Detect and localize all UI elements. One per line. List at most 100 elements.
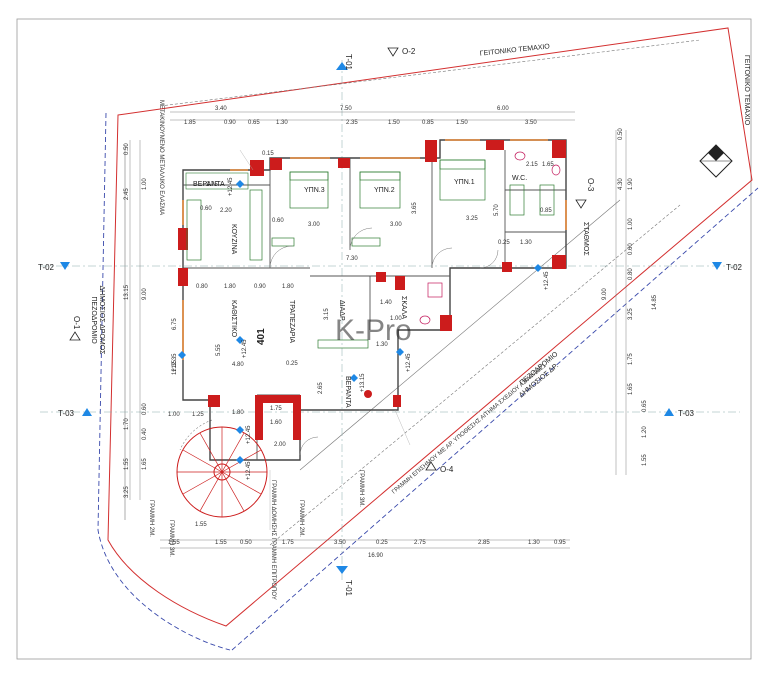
dim-int-16: 0.25 (286, 361, 298, 367)
view-markers (69, 47, 587, 471)
watermark: K-Pro (335, 314, 412, 347)
dim-right1-1: 4.30 (618, 178, 624, 190)
dim-right1-0: 0.50 (618, 128, 624, 140)
dim-int-0: 2.75 (206, 182, 218, 188)
veranda-top-area (185, 172, 249, 190)
dim-bot2-1: 1.55 (215, 540, 227, 546)
level-7: +13.15 (360, 373, 366, 392)
furniture (186, 159, 555, 349)
dim-int-6: 3.25 (466, 216, 478, 222)
note-line-3m-2: ΓΡΑΜΜΗ 3Μ. (168, 520, 174, 557)
dim-left1-3: 1.70 (124, 418, 130, 430)
dim-int-7: 5.70 (494, 204, 500, 216)
dim-int-24: 2.00 (274, 442, 286, 448)
dim-left2-1: 9.00 (142, 288, 148, 300)
room-living: ΚΑΘΙΣΤΙΚΟ (230, 300, 237, 338)
road-left-label: ΔΗΜΟΣΙΟΣ ΔΡΟΜΟΣ (98, 285, 105, 355)
note-portable-tank: ΜΕΤΑΚΙΝΟΥΜΕΝΟ ΜΕΤΑΛΛΙΚΟ ΕΛΑΣΜΑ (158, 100, 164, 215)
dim-top2-1: 0.90 (224, 120, 236, 126)
dim-top1-2: 6.00 (497, 106, 509, 112)
dim-right1-5: 1.20 (642, 426, 648, 438)
dim-int-1: 2.20 (220, 208, 232, 214)
level-0: +12.45 (228, 177, 234, 196)
note-line-3m-1: ΓΡΑΜΜΗ 3Μ. (358, 470, 364, 507)
view-o4: O-4 (440, 465, 454, 474)
dim-top2-7: 1.50 (456, 120, 468, 126)
dim-left2-2: 6.75 (172, 318, 178, 330)
dim-left1-4: 1.55 (124, 458, 130, 470)
dim-int-14: 4.80 (232, 362, 244, 368)
dim-int-21: 1.80 (232, 410, 244, 416)
road-boundary-left (97, 112, 231, 651)
dim-left2-0: 1.00 (142, 178, 148, 190)
dim-bot1-0: 1.55 (195, 522, 207, 528)
section-t03-right: T-03 (678, 409, 695, 418)
room-stair: ΣΚΑΛΑ (400, 296, 407, 319)
plot-boundary (107, 27, 753, 627)
note-line-2m-1: ΓΡΑΜΜΗ 2Μ. (148, 500, 154, 537)
dim-int-20: 2.65 (318, 382, 324, 394)
dim-top2-3: 1.30 (276, 120, 288, 126)
dim-bot2-0: 1.55 (168, 540, 180, 546)
room-veranda-bottom: ΒΕΡΑΝΤΑ (344, 376, 351, 408)
dim-int-3: 3.00 (308, 222, 320, 228)
dim-left1-1: 2.45 (124, 188, 130, 200)
dim-int-22: 1.75 (270, 406, 282, 412)
spiral-staircase (176, 419, 268, 518)
dim-bot1-5: 2.75 (414, 540, 426, 546)
construction-lines (124, 39, 701, 546)
level-markers (178, 180, 542, 464)
section-arrows (60, 62, 722, 574)
level-marker-dot (364, 390, 372, 398)
dim-int-11: 0.90 (254, 284, 266, 290)
section-t02-right: T-02 (726, 263, 743, 272)
dim-int-4: 3.65 (412, 202, 418, 214)
dim-right2-2: 0.60 (628, 243, 634, 255)
dim-bot2-2: 16.90 (368, 553, 384, 559)
dim-int-28: 0.15 (262, 151, 274, 157)
section-axes (40, 60, 740, 580)
windows (182, 139, 567, 360)
apartment-number: 401 (256, 328, 267, 345)
note-diag: ΓΡΑΜΜΗ ΕΠΙΣΗΜΟΥ ΜΕ ΑΡ. ΥΠΟΘΕΣΗΣ ΑΙΤΗΜΑ Σ… (391, 362, 548, 495)
dim-bot1-8: 0.95 (554, 540, 566, 546)
note-construction-line: ΓΡΑΜΜΗ ΔΟΜΗΣΗΣ ΓΡΑΜΜΗ ΕΠΙΤΡΟΠΟΥ (270, 480, 276, 600)
dim-left1-5: 3.25 (124, 486, 130, 498)
dim-left2-6: 1.65 (142, 458, 148, 470)
dim-bot1-7: 1.30 (528, 540, 540, 546)
drawing-frame (16, 18, 752, 660)
dim-right1-6: 1.55 (642, 454, 648, 466)
dim-bot1-3: 3.50 (334, 540, 346, 546)
level-3: +12.45 (544, 271, 550, 290)
dim-right1-3: 9.00 (602, 288, 608, 300)
dim-right1-2: 14.85 (652, 294, 658, 310)
dim-int-30: 1.65 (542, 162, 554, 168)
room-kitchen: ΚΟΥΖΙΝΑ (230, 224, 237, 255)
dim-bot1-4: 0.25 (376, 540, 388, 546)
room-veranda-top: ΒΕΡΑΝΤΑ (193, 181, 225, 188)
leader-lines (239, 149, 411, 530)
room-bath: W.C. (512, 175, 527, 182)
dim-int-32: 1.30 (376, 342, 388, 348)
dim-int-31: 0.25 (498, 240, 510, 246)
dim-int-17: 1.40 (380, 300, 392, 306)
dim-top2-8: 3.50 (525, 120, 537, 126)
dim-right2-0: 1.90 (628, 178, 634, 190)
dim-top1-1: 7.50 (340, 106, 352, 112)
section-t03-left: T-03 (58, 409, 75, 418)
level-1: +12.45 (242, 339, 248, 358)
dim-left2-5: 0.40 (142, 428, 148, 440)
section-t01-top: T-01 (344, 54, 353, 71)
dim-left2-4: 0.60 (142, 403, 148, 415)
dim-int-10: 1.80 (224, 284, 236, 290)
structural-walls (178, 140, 566, 440)
dim-right2-6: 1.65 (628, 383, 634, 395)
dimension-lines (129, 111, 627, 549)
room-corridor: ΔΙΑΔΡ. (338, 300, 345, 322)
view-o2: O-2 (402, 47, 416, 56)
dim-bot1-6: 2.85 (478, 540, 490, 546)
dim-top2-0: 1.85 (184, 120, 196, 126)
dim-right2-4: 3.25 (628, 308, 634, 320)
dim-right1-4: 0.65 (642, 400, 648, 412)
